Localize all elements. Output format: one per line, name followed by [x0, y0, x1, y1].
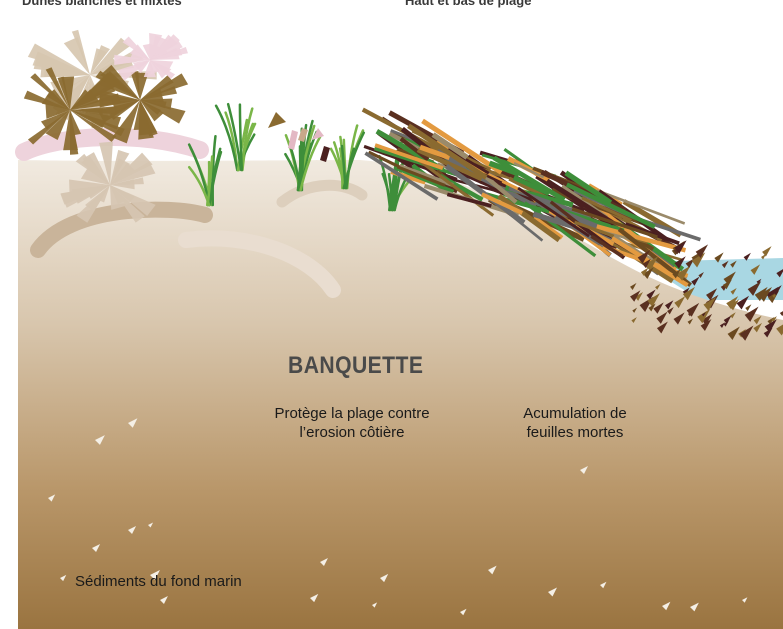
leaf-fragment	[745, 304, 751, 311]
label-protects-line-1: Protège la plage contre	[252, 404, 452, 423]
leaf-fragment	[762, 246, 771, 256]
label-upper-lower-beach: Haut et bas de plage	[405, 0, 531, 8]
label-seabed-sediments: Sédiments du fond marin	[75, 572, 242, 591]
label-white-mixed-dunes: Dunes blanches et mixtes	[22, 0, 182, 8]
label-protects-beach: Protège la plage contre l’erosion côtièr…	[252, 404, 452, 442]
label-protects-line-2: l’erosion côtière	[252, 423, 452, 442]
label-accumulation-line-1: Acumulation de	[500, 404, 650, 423]
grass-blade	[240, 105, 242, 170]
label-dead-leaf-accumulation: Acumulation de feuilles mortes	[500, 404, 650, 442]
label-accumulation-line-2: feuilles mortes	[500, 423, 650, 442]
diagram-title: BANQUETTE	[288, 352, 423, 380]
